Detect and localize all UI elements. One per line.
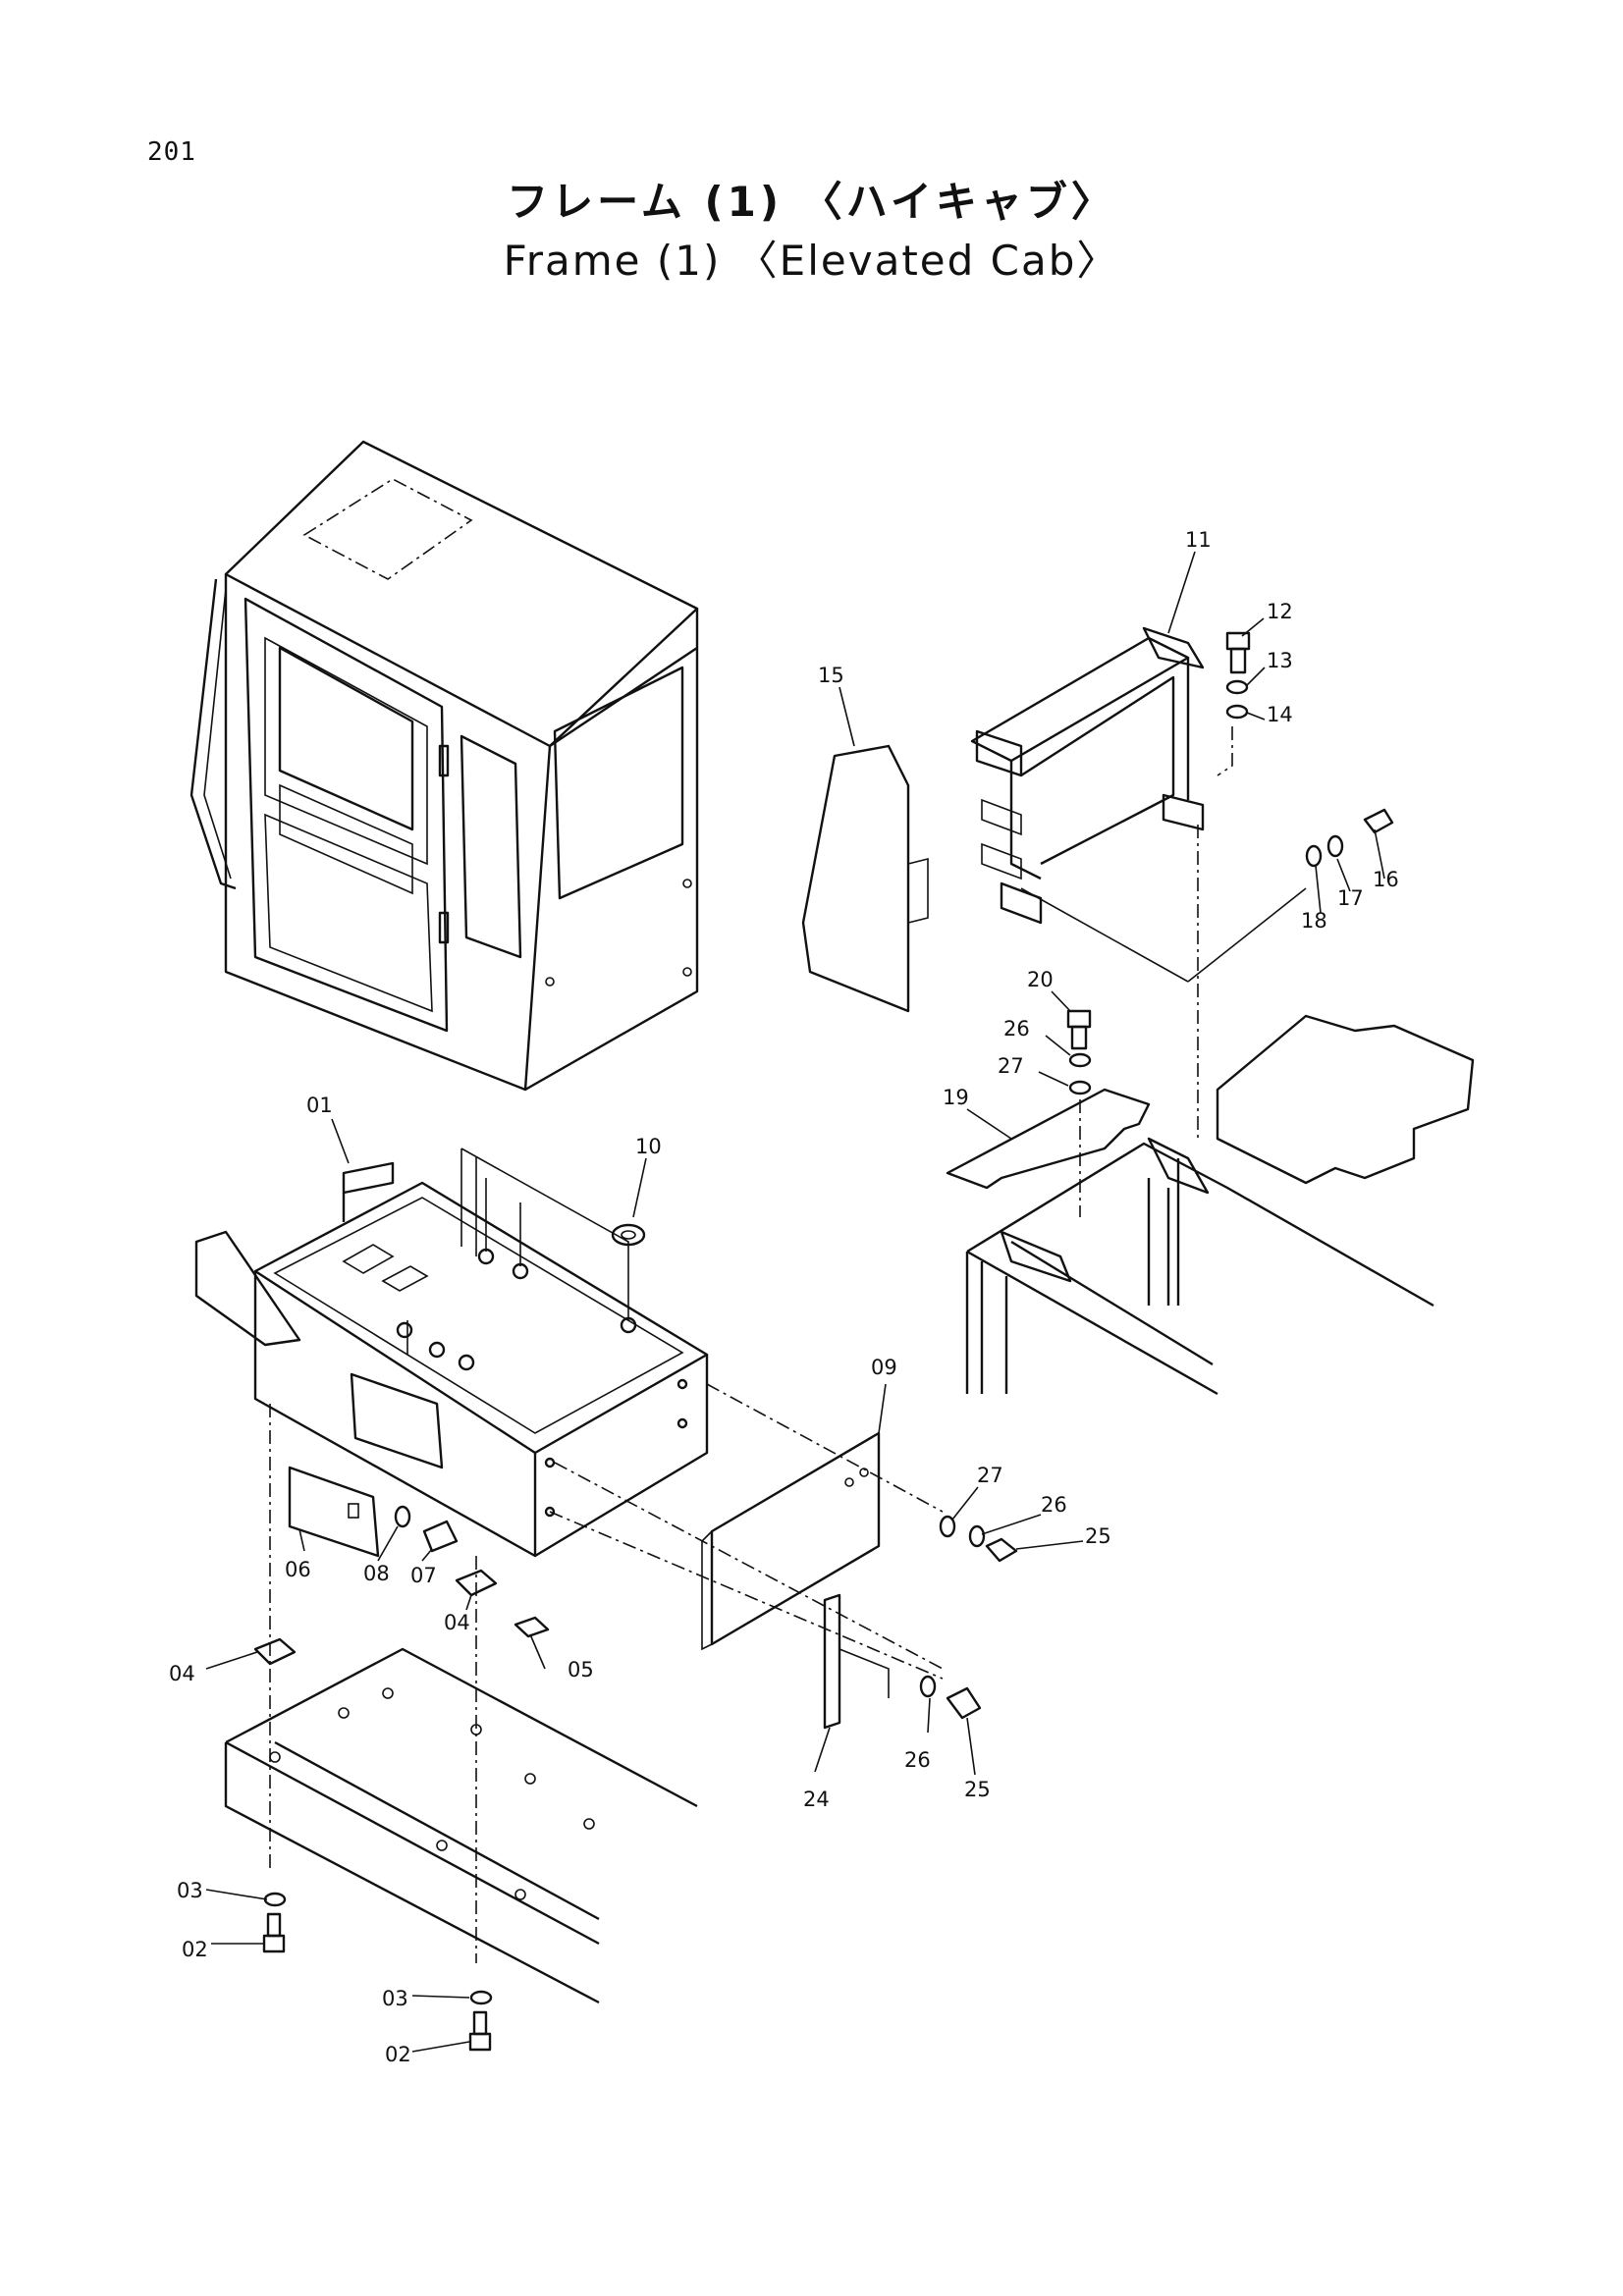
callout-04-mid: 04 bbox=[444, 1611, 470, 1634]
callout-13: 13 bbox=[1267, 649, 1293, 672]
callout-17: 17 bbox=[1337, 886, 1364, 910]
callout-06: 06 bbox=[285, 1558, 311, 1581]
callout-26-top: 26 bbox=[1003, 1017, 1030, 1041]
leader-lines bbox=[205, 551, 1385, 2053]
part-06-cover bbox=[288, 1466, 380, 1558]
part-10-nut bbox=[611, 1223, 646, 1247]
part-24-bar bbox=[823, 1593, 890, 1730]
callout-07: 07 bbox=[410, 1564, 437, 1587]
callout-16: 16 bbox=[1373, 868, 1399, 891]
callout-26-bottom: 26 bbox=[904, 1748, 931, 1772]
part-19-plate bbox=[946, 1088, 1151, 1190]
callout-05: 05 bbox=[568, 1658, 594, 1682]
callout-04-left: 04 bbox=[169, 1662, 195, 1685]
callout-27-right: 27 bbox=[977, 1464, 1003, 1487]
callout-15: 15 bbox=[818, 664, 844, 687]
callout-09: 09 bbox=[871, 1356, 897, 1379]
part-01-box bbox=[194, 1148, 709, 1558]
floor-frame bbox=[224, 1647, 698, 2004]
callout-10: 10 bbox=[635, 1135, 662, 1158]
callout-19: 19 bbox=[943, 1086, 969, 1109]
callout-20: 20 bbox=[1027, 968, 1054, 991]
callout-26-right: 26 bbox=[1041, 1493, 1067, 1517]
callout-25-right: 25 bbox=[1085, 1524, 1111, 1548]
callout-25-bottom: 25 bbox=[964, 1778, 991, 1801]
part-09-side-plate bbox=[549, 1383, 944, 1680]
callout-03-bottom: 03 bbox=[382, 1987, 408, 2010]
callout-14: 14 bbox=[1267, 703, 1293, 726]
callout-01: 01 bbox=[306, 1094, 333, 1117]
callout-24: 24 bbox=[803, 1788, 830, 1811]
callout-12: 12 bbox=[1267, 600, 1293, 623]
callout-27-top: 27 bbox=[998, 1054, 1024, 1078]
right-main-frame bbox=[965, 1014, 1475, 1396]
bolt-set-12-13-14 bbox=[1217, 631, 1251, 776]
title-english: Frame (1) 〈Elevated Cab〉 bbox=[503, 237, 1120, 285]
parts-07-08 bbox=[394, 1505, 459, 1553]
pads-04-05 bbox=[253, 1569, 550, 1666]
part-11-bracket bbox=[970, 626, 1307, 983]
callout-18: 18 bbox=[1301, 909, 1327, 933]
callout-11: 11 bbox=[1185, 528, 1212, 552]
cab-illustration bbox=[189, 440, 699, 1092]
part-15-cover bbox=[801, 744, 929, 1013]
callout-08: 08 bbox=[363, 1562, 390, 1585]
callout-02-bottom: 02 bbox=[385, 2043, 411, 2066]
bolt-set-20-26-27 bbox=[1066, 1009, 1092, 1217]
bolt-set-02-03 bbox=[262, 1892, 493, 2052]
bolt-set-25-26-27-right bbox=[919, 1515, 1018, 1720]
bolt-set-16-17-18 bbox=[1305, 808, 1394, 868]
page-number: 201 bbox=[147, 137, 196, 167]
title-japanese: フレーム (1) 〈ハイキャブ〉 bbox=[507, 178, 1116, 226]
callout-02-left: 02 bbox=[182, 1938, 208, 1961]
callout-03-left: 03 bbox=[177, 1879, 203, 1902]
